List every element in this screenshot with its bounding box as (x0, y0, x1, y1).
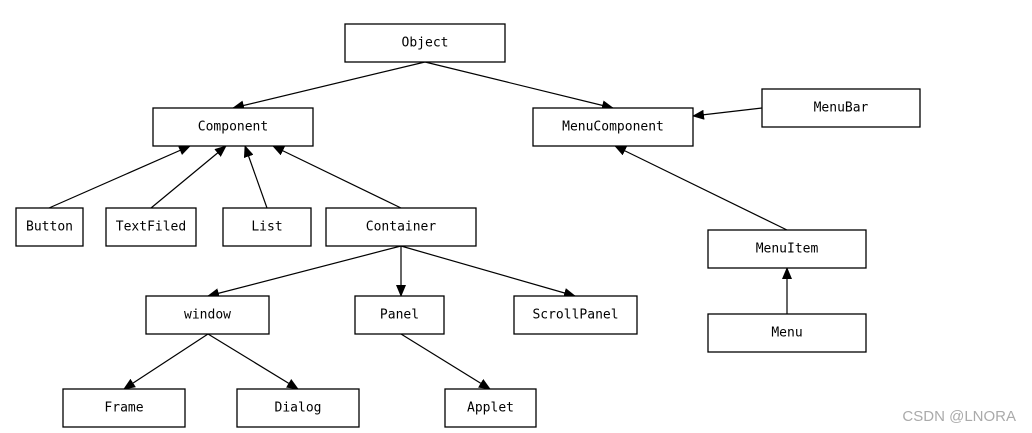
edge-panel-to-applet (400, 333, 491, 390)
node-box-component (152, 107, 314, 147)
node-panel: Panel (354, 295, 445, 335)
node-label-window: window (184, 308, 231, 323)
node-label-menu: Menu (771, 326, 802, 341)
node-box-dialog (236, 388, 360, 428)
node-label-panel: Panel (380, 308, 419, 323)
node-label-scrollpanel: ScrollPanel (532, 308, 618, 323)
node-frame: Frame (62, 388, 186, 428)
node-applet: Applet (444, 388, 537, 428)
node-box-button (15, 207, 84, 247)
edge-window-to-dialog (207, 333, 299, 390)
node-label-dialog: Dialog (275, 401, 322, 416)
node-object: Object (344, 23, 506, 63)
node-box-menubar (761, 88, 921, 128)
edge-list-to-component (243, 145, 268, 209)
node-menubar: MenuBar (761, 88, 921, 128)
edge-menubar-to-menucomponent (692, 107, 763, 120)
node-box-menuitem (707, 229, 867, 269)
node-box-menu (707, 313, 867, 353)
node-box-container (325, 207, 477, 247)
node-button: Button (15, 207, 84, 247)
edge-button-to-component (48, 145, 191, 209)
node-component: Component (152, 107, 314, 147)
edge-menucomponent-to-object (424, 61, 614, 111)
node-list: List (222, 207, 312, 247)
node-box-menucomponent (532, 107, 694, 147)
node-menucomponent: MenuComponent (532, 107, 694, 147)
node-box-panel (354, 295, 445, 335)
node-label-menucomponent: MenuComponent (562, 120, 664, 135)
node-box-frame (62, 388, 186, 428)
node-dialog: Dialog (236, 388, 360, 428)
node-label-component: Component (198, 120, 268, 135)
node-menu: Menu (707, 313, 867, 353)
edge-window-to-frame (123, 333, 209, 390)
edge-component-to-object (232, 61, 426, 111)
node-box-list (222, 207, 312, 247)
watermark: CSDN @LNORA (902, 408, 1016, 425)
edge-container-to-window (207, 245, 402, 299)
edge-container-to-scrollpanel (400, 245, 576, 298)
node-label-container: Container (366, 220, 437, 235)
node-label-button: Button (26, 220, 73, 235)
node-box-window (145, 295, 270, 335)
node-box-textfiled (105, 207, 197, 247)
edge-menuitem-to-menucomponent (614, 145, 788, 231)
node-window: window (145, 295, 270, 335)
edge-container-to-component (272, 145, 402, 209)
node-container: Container (325, 207, 477, 247)
node-label-textfiled: TextFiled (116, 220, 186, 235)
node-label-menubar: MenuBar (814, 101, 869, 116)
node-box-scrollpanel (513, 295, 638, 335)
node-label-menuitem: MenuItem (756, 242, 819, 257)
node-label-applet: Applet (467, 401, 514, 416)
node-menuitem: MenuItem (707, 229, 867, 269)
node-scrollpanel: ScrollPanel (513, 295, 638, 335)
node-label-frame: Frame (104, 401, 143, 416)
node-label-object: Object (402, 36, 449, 51)
node-textfiled: TextFiled (105, 207, 197, 247)
node-box-object (344, 23, 506, 63)
edge-textfiled-to-component (150, 145, 227, 209)
node-label-list: List (251, 220, 282, 235)
node-box-applet (444, 388, 537, 428)
edges-layer (48, 61, 792, 390)
